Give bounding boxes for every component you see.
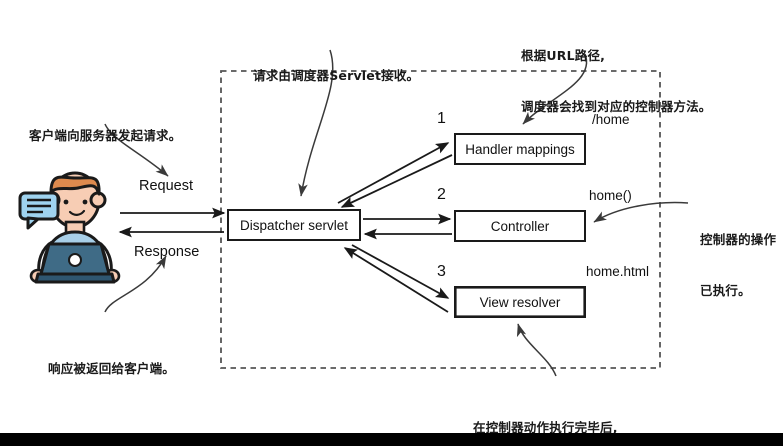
- annotation-controller-executed-line-1: 控制器的操作: [700, 231, 777, 247]
- annotation-view-rendered: 在控制器动作执行完毕后, 视图会被查找并渲染为响应内容。: [473, 384, 664, 446]
- step-number-3: 3: [437, 263, 446, 280]
- annotation-controller-executed: 控制器的操作 已执行。: [700, 196, 776, 334]
- annotation-response-returned: 响应被返回给客户端。: [48, 325, 175, 411]
- handler-mappings-box[interactable]: [454, 133, 586, 165]
- response-label: Response: [134, 244, 200, 260]
- view-resolver-output-label: home.html: [586, 264, 650, 279]
- leader-response-returned: [104, 255, 167, 313]
- handler-to-dispatcher-arrow: [340, 154, 453, 208]
- handler-mappings-label[interactable]: Handler mappings: [465, 141, 575, 157]
- dispatcher-servlet-box[interactable]: [227, 209, 361, 241]
- view-resolver-label[interactable]: View resolver: [479, 294, 561, 310]
- leader-url-mapping: [522, 53, 588, 125]
- step-number-1: 1: [437, 110, 446, 127]
- annotation-url-mapping-line-1: 根据URL路径,: [521, 47, 606, 63]
- handler-mappings-output-label: /home: [592, 112, 630, 127]
- bottom-black-bar: [0, 433, 783, 446]
- annotation-client-request-line-1: 客户端向服务器发起请求。: [29, 127, 182, 143]
- dispatcher-servlet-label[interactable]: Dispatcher servlet: [239, 217, 349, 233]
- client-user-illustration: [18, 171, 121, 284]
- controller-output-label: home(): [589, 188, 632, 203]
- request-label: Request: [139, 178, 194, 194]
- controller-box[interactable]: [454, 210, 586, 242]
- chat-bubble-icon: [18, 191, 60, 230]
- controller-label[interactable]: Controller: [490, 218, 550, 234]
- annotation-dispatcher-receives: 请求由调度器Servlet接收。: [253, 32, 419, 118]
- step-number-2: 2: [437, 186, 446, 203]
- leader-client-request: [104, 123, 169, 177]
- annotation-client-request: 客户端向服务器发起请求。: [29, 92, 181, 178]
- leader-controller-executed: [593, 201, 689, 223]
- annotation-dispatcher-receives-line-1: 请求由调度器Servlet接收。: [253, 67, 420, 83]
- web-container-boundary: [220, 70, 661, 369]
- annotation-url-mapping: 根据URL路径, 调度器会找到对应的控制器方法。: [521, 12, 712, 150]
- leader-view-rendered: [516, 323, 557, 377]
- annotation-url-mapping-line-2: 调度器会找到对应的控制器方法。: [521, 99, 712, 115]
- view-to-dispatcher-arrow: [343, 247, 449, 313]
- dispatcher-to-handler-arrow: [337, 142, 450, 204]
- dispatcher-to-view-arrow: [351, 244, 450, 299]
- leader-dispatcher-receives: [298, 49, 334, 197]
- annotation-response-returned-line-1: 响应被返回给客户端。: [48, 360, 176, 376]
- annotation-controller-executed-line-2: 已执行。: [700, 283, 751, 299]
- annotation-view-rendered-line-1: 在控制器动作执行完毕后,: [473, 419, 618, 435]
